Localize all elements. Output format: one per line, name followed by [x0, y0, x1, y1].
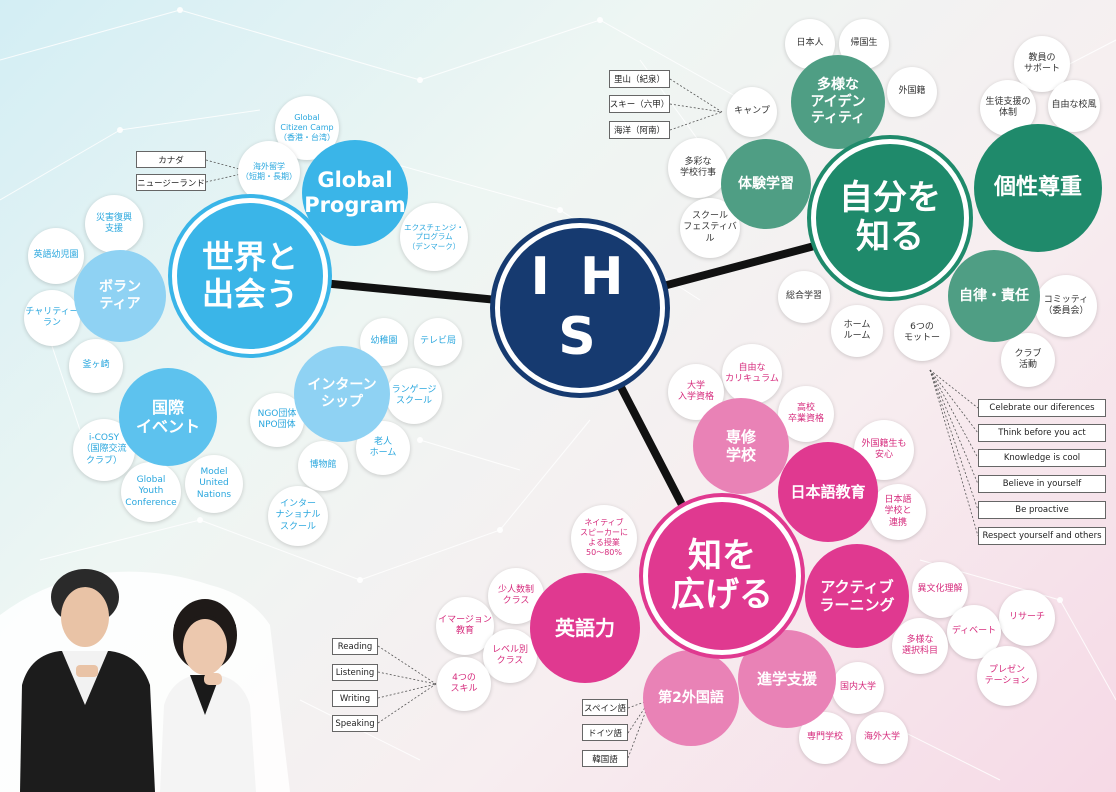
box-spanish: スペイン語 [582, 699, 628, 716]
box-canada: カナダ [136, 151, 206, 168]
sub-global-program: Global Program [302, 140, 408, 246]
box-motto-5: Be proactive [978, 501, 1106, 519]
leaf-committee: コミッティ （委員会） [1035, 275, 1097, 337]
leaf-homeroom: ホーム ルーム [831, 305, 883, 357]
box-motto-3: Knowledge is cool [978, 449, 1106, 467]
sub-kokusai-event: 国際 イベント [119, 368, 217, 466]
box-kaiyo: 海洋（阿南） [609, 121, 670, 139]
leaf-hakubutsukan: 博物館 [298, 441, 348, 491]
box-writing: Writing [332, 690, 378, 707]
sub-kosei-sonchou: 個性尊重 [974, 124, 1102, 252]
box-motto-2: Think before you act [978, 424, 1106, 442]
leaf-saigai-fukko: 災害復興 支援 [85, 195, 143, 253]
leaf-sogo-gakushu: 総合学習 [778, 271, 830, 323]
students-photo [0, 569, 290, 792]
sub-tayou-identity: 多様な アイデン ティティ [791, 55, 885, 149]
box-satoyama: 里山（紀泉） [609, 70, 670, 88]
leaf-kokunai-daigaku: 国内大学 [832, 662, 884, 714]
box-listening: Listening [332, 664, 378, 681]
box-speaking: Speaking [332, 715, 378, 732]
sub-dai2-gaikokugo: 第2外国語 [643, 650, 739, 746]
sub-eigoryoku: 英語力 [530, 573, 640, 683]
box-motto-1: Celebrate our diferences [978, 399, 1106, 417]
leaf-global-youth-conference: Global Youth Conference [121, 462, 181, 522]
leaf-4-skills: 4つの スキル [437, 657, 491, 711]
sub-senshu-gakko: 専修 学校 [693, 398, 789, 494]
hub-chi-wo-hirogeru: 知を 広げる [643, 497, 801, 655]
leaf-6-motto: 6つの モットー [894, 305, 950, 361]
sub-nihongo-kyoiku: 日本語教育 [778, 442, 878, 542]
hub-jibun-wo-shiru: 自分を 知る [811, 139, 969, 297]
leaf-tayou-sentaku: 多様な 選択科目 [892, 618, 948, 674]
leaf-kamagasaki: 釜ヶ崎 [69, 339, 123, 393]
box-motto-6: Respect yourself and others [978, 527, 1106, 545]
leaf-jiyu-kofu: 自由な校風 [1048, 80, 1100, 132]
leaf-native-speaker: ネイティブ スピーカーに よる授業 50〜80% [571, 505, 637, 571]
leaf-nihongo-gakko: 日本語 学校と 連携 [870, 484, 926, 540]
leaf-international-school: インター ナショナル スクール [268, 486, 328, 546]
leaf-tasai-gakko-gyoji: 多彩な 学校行事 [668, 138, 728, 198]
leaf-kaigai-daigaku: 海外大学 [856, 712, 908, 764]
sub-taiken-gakushu: 体験学習 [721, 139, 811, 229]
leaf-club-katsudo: クラブ 活動 [1001, 333, 1055, 387]
leaf-seito-support: 生徒支援の 体制 [980, 80, 1036, 136]
leaf-terebi: テレビ局 [414, 318, 462, 366]
box-reading: Reading [332, 638, 378, 655]
sub-volunteer: ボラン ティア [74, 250, 166, 342]
center-ihs: I H S [495, 223, 665, 393]
box-korean: 韓国語 [582, 750, 628, 767]
leaf-koko-shikaku: 高校 卒業資格 [778, 386, 834, 442]
sub-internship: インターン シップ [294, 346, 390, 442]
leaf-research: リサーチ [999, 590, 1055, 646]
leaf-kaigai-ryugaku: 海外留学 （短期・長期） [238, 141, 300, 203]
leaf-level-class: レベル別 クラス [483, 629, 537, 683]
leaf-gaikokuseki: 外国籍 [887, 67, 937, 117]
leaf-eigo-youchien: 英語幼児園 [28, 228, 84, 284]
sub-active-learning: アクティブ ラーニング [805, 544, 909, 648]
box-german: ドイツ語 [582, 724, 628, 741]
leaf-charity-run: チャリティー ラン [24, 290, 80, 346]
leaf-exchange-program: エクスチェンジ・ プログラム （デンマーク） [400, 203, 468, 271]
box-ski: スキー（六甲） [609, 95, 670, 113]
leaf-daigaku-shikaku: 大学 入学資格 [668, 364, 724, 420]
leaf-jiyu-curriculum: 自由な カリキュラム [722, 344, 782, 404]
box-motto-4: Believe in yourself [978, 475, 1106, 493]
hub-sekai-to-deau: 世界と 出会う [172, 198, 328, 354]
leaf-language-school: ランゲージ スクール [386, 368, 442, 424]
leaf-presentation: プレゼン テーション [977, 646, 1037, 706]
leaf-model-united-nations: Model United Nations [185, 455, 243, 513]
box-new-zealand: ニュージーランド [136, 174, 206, 191]
sub-jiritsu-sekinin: 自律・責任 [948, 250, 1040, 342]
leaf-camp: キャンプ [727, 87, 777, 137]
